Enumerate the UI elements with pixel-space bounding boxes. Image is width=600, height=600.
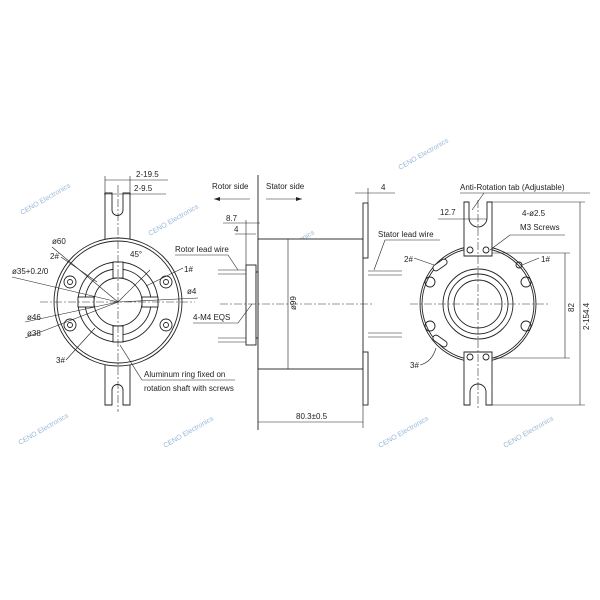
dim-154-4: 2-154.4	[582, 302, 591, 330]
rear-wire-3-label: 3#	[410, 361, 419, 370]
ring-note-2: rotation shaft with screws	[144, 384, 234, 393]
dim-angle: 45°	[130, 250, 142, 259]
wire-1-label: 1#	[184, 265, 193, 274]
dim-d99: ø99	[289, 296, 298, 310]
watermark: CENO Electronics	[148, 203, 201, 238]
dim-d38: ø38	[27, 329, 41, 338]
mounting-holes	[63, 275, 173, 332]
side-view: Rotor side Stator side 8.7 4 Rotor lead …	[175, 175, 440, 430]
watermark: CENO Electronics	[163, 415, 216, 450]
holes-label: 4-ø2.5	[522, 209, 546, 218]
stator-wires	[368, 270, 402, 338]
rotor-lead-wire-label: Rotor lead wire	[175, 245, 229, 254]
m3-screws-label: M3 Screws	[520, 223, 560, 232]
front-view: 2-19.5 2-9.5 45° ø60 2# ø35+0.2/0 1# ø4 …	[11, 170, 235, 412]
dim-d35: ø35+0.2/0	[12, 267, 49, 276]
bottom-mounting-tab	[104, 360, 131, 406]
dim-length: 80.3±0.5	[296, 412, 328, 421]
anti-rotation-label: Anti-Rotation tab (Adjustable)	[460, 183, 565, 192]
wire-2-label: 2#	[50, 252, 59, 261]
dim-d46: ø46	[27, 313, 41, 322]
watermark: CENO Electronics	[503, 415, 556, 450]
wire-3-label: 3#	[56, 356, 65, 365]
dim-tab-inner: 2-9.5	[134, 184, 153, 193]
dim-8-7: 8.7	[226, 214, 238, 223]
dim-82: 82	[567, 303, 576, 312]
stator-lead-wire-label: Stator lead wire	[378, 230, 434, 239]
rear-wire-1-label: 1#	[541, 255, 550, 264]
watermark: CENO Electronics	[18, 412, 71, 447]
stator-tab-bottom	[362, 351, 369, 406]
rear-view: Anti-Rotation tab (Adjustable) 12.7 4-ø2…	[404, 183, 591, 410]
rear-wire-2-label: 2#	[404, 255, 413, 264]
watermark: CENO Electronics	[378, 415, 431, 450]
dim-d4: ø4	[187, 287, 197, 296]
watermark: CENO Electronics	[398, 137, 451, 172]
stator-tab-top	[362, 202, 369, 259]
dim-12-7: 12.7	[440, 208, 456, 217]
top-mounting-tab	[104, 192, 131, 240]
stator-side-label: Stator side	[266, 182, 305, 191]
watermark: CENO Electronics	[20, 182, 73, 217]
ring-note-1: Aluminum ring fixed on	[144, 370, 225, 379]
screws-label: 4-M4 EQS	[193, 313, 230, 322]
dim-4-right: 4	[381, 183, 386, 192]
dim-d60: ø60	[52, 237, 66, 246]
dim-tab-outer: 2-19.5	[136, 170, 159, 179]
dim-4-left: 4	[234, 225, 239, 234]
rotor-wires	[218, 269, 246, 343]
rear-mounting-holes	[424, 276, 532, 332]
tab-screws	[466, 246, 490, 361]
rotor-side-label: Rotor side	[212, 182, 249, 191]
